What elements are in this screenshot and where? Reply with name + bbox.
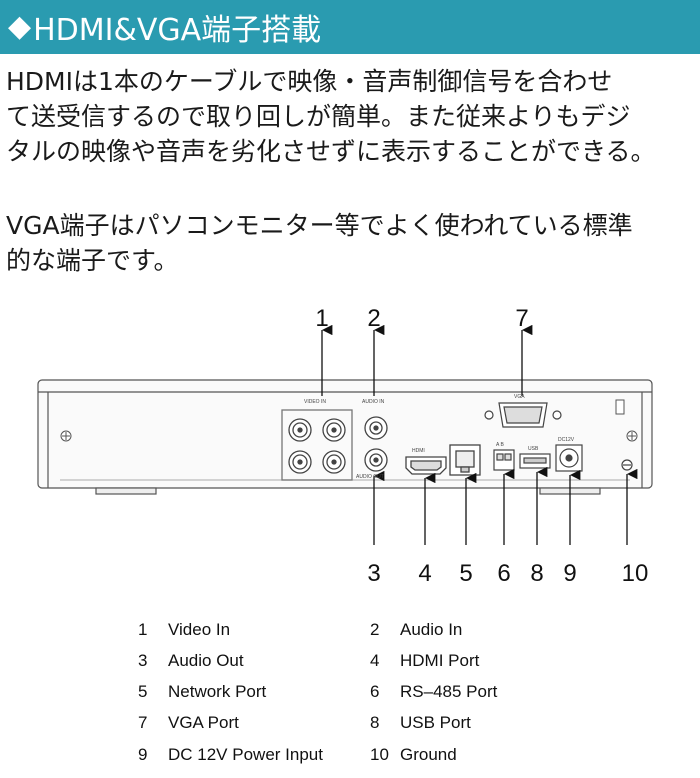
legend-num: 5 [138,682,148,701]
video-in-connectors [281,409,353,481]
vga-label: VGA [514,394,525,400]
legend-item: 3 Audio Out [138,651,244,671]
legend-item: 7 VGA Port [138,713,239,733]
legend-num: 9 [138,745,148,764]
legend-label: Network Port [168,682,267,701]
legend-item: 5 Network Port [138,682,266,702]
screws [60,399,638,442]
legend-item: 2 Audio In [370,620,462,640]
legend-item: 8 USB Port [370,713,471,733]
callout-9: 9 [563,560,577,587]
rear-panel-illustration [37,324,653,545]
hdmi-line-2: て送受信するので取り回しが簡単。また従来よりもデジ [6,102,631,131]
callout-4: 4 [418,560,432,587]
audio-connectors [364,416,388,472]
vga-description: VGA端子はパソコンモニター等でよく使われている標準 的な端子です。 [6,208,700,278]
rs485-connector [493,449,515,471]
network-connector [449,444,481,476]
legend-item: 10 Ground [370,745,457,765]
vga-line-2: 的な端子です。 [6,246,179,275]
hdmi-description: HDMIは1本のケーブルで映像・音声制御信号を合わせ て送受信するので取り回しが… [6,64,700,169]
hdmi-label: HDMI [412,448,425,454]
callout-1: 1 [315,305,329,332]
hdmi-line-1: HDMIは1本のケーブルで映像・音声制御信号を合わせ [6,67,613,96]
legend-label: USB Port [400,713,471,732]
legend-label: VGA Port [168,713,239,732]
usb-label: USB [528,446,539,452]
usb-connector [519,453,551,469]
legend-label: Audio Out [168,651,244,670]
callout-3: 3 [367,560,381,587]
diamond-icon: ◆ [8,9,32,44]
callout-5: 5 [459,560,473,587]
callout-lines [321,324,638,545]
legend-label: Video In [168,620,231,639]
ground-terminal [621,459,633,471]
legend-item: 6 RS–485 Port [370,682,497,702]
legend-num: 8 [370,713,380,732]
callout-10: 10 [621,560,649,587]
rs485-label: A B [496,442,504,448]
legend-num: 1 [138,620,148,639]
legend-num: 4 [370,651,380,670]
callout-6: 6 [497,560,511,587]
title-banner: ◆ HDMI&VGA端子搭載 [0,0,700,54]
audio-out-label: AUDIO OUT [356,474,384,480]
legend-label: RS–485 Port [400,682,498,701]
legend-label: HDMI Port [400,651,480,670]
legend-num: 10 [370,745,389,764]
rear-panel-diagram: VIDEO IN AUDIO IN AUDIO OUT HDMI VGA A B… [0,300,700,600]
legend-item: 1 Video In [138,620,230,640]
video-in-label: VIDEO IN [304,399,326,405]
legend-label: DC 12V Power Input [168,745,323,764]
legend-num: 3 [138,651,148,670]
legend-item: 4 HDMI Port [370,651,479,671]
audio-in-label: AUDIO IN [362,399,385,405]
hdmi-line-3: タルの映像や音声を劣化させずに表示することができる。 [6,137,656,166]
dc-label: DC12V [558,437,575,443]
port-legend: 1 Video In 2 Audio In 3 Audio Out 4 HDMI Por… [0,614,700,774]
callout-8: 8 [530,560,544,587]
hdmi-connector [405,456,447,475]
callout-2: 2 [367,305,381,332]
callout-7: 7 [515,305,529,332]
vga-line-1: VGA端子はパソコンモニター等でよく使われている標準 [6,211,633,240]
vga-connector [484,402,562,428]
banner-title: HDMI&VGA端子搭載 [33,13,322,48]
dc-connector [555,444,583,472]
legend-label: Ground [400,745,457,764]
legend-num: 7 [138,713,148,732]
legend-num: 2 [370,620,380,639]
legend-label: Audio In [400,620,463,639]
legend-item: 9 DC 12V Power Input [138,745,323,765]
legend-num: 6 [370,682,380,701]
